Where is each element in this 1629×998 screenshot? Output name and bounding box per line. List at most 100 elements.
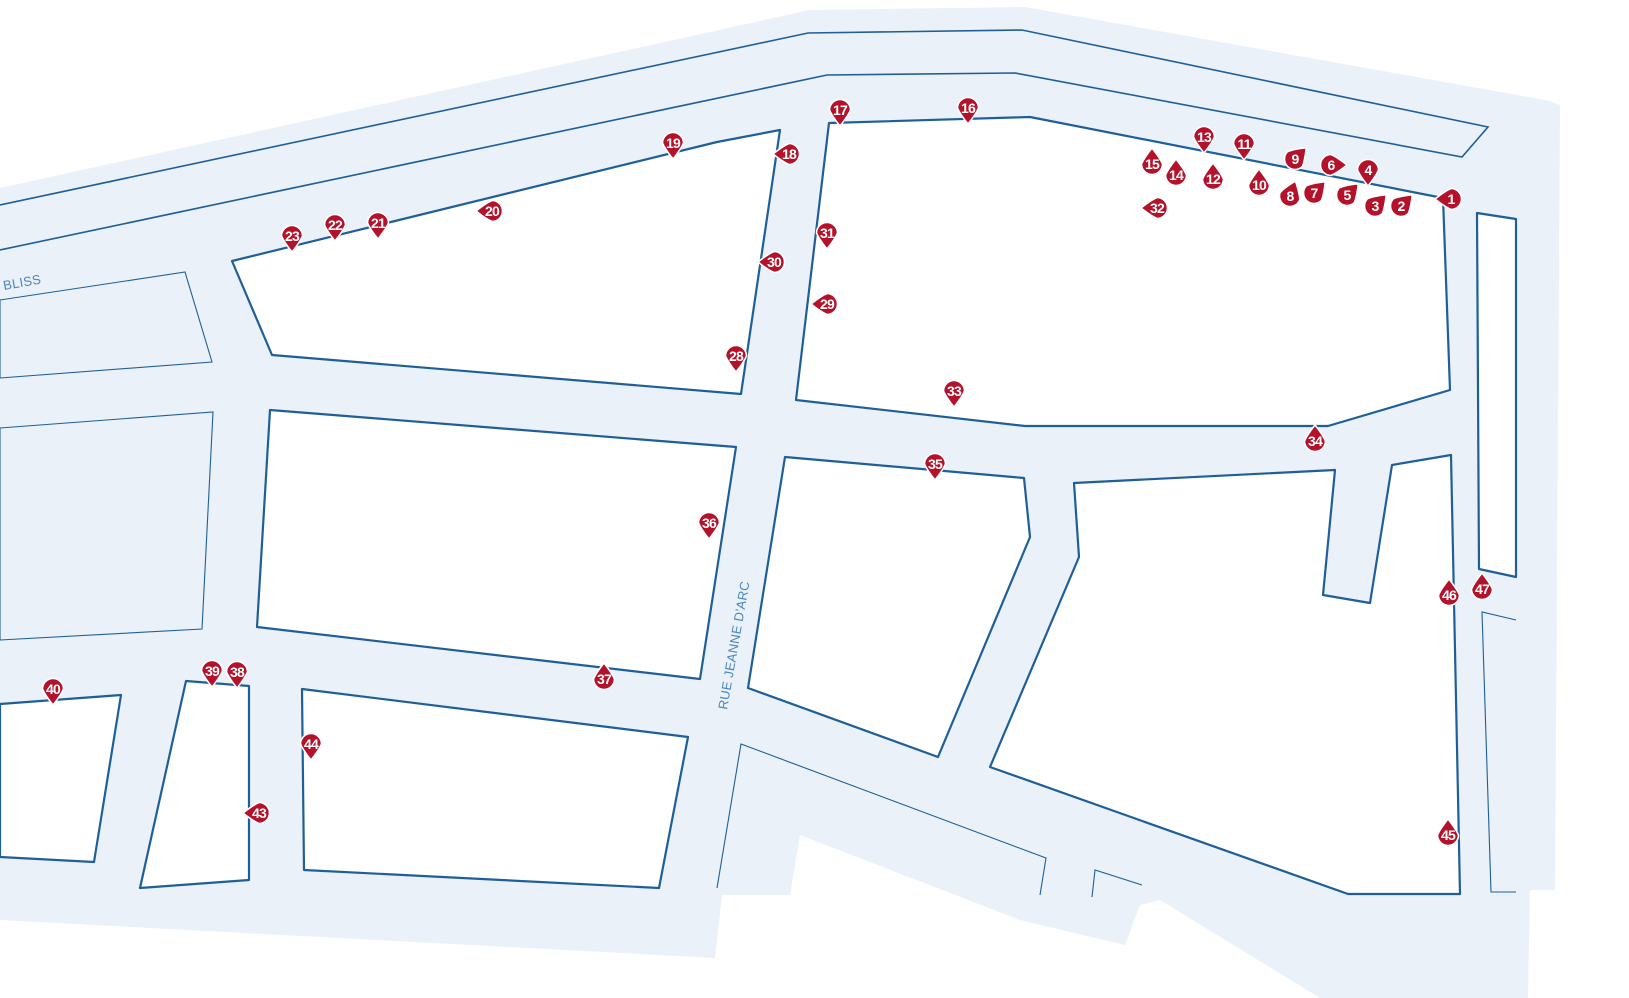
marker-label: 2: [1398, 198, 1406, 214]
marker-pin-icon: [828, 98, 852, 128]
marker-pin-icon: [1470, 571, 1494, 601]
marker-label: 5: [1344, 187, 1352, 203]
map-marker-13[interactable]: 13: [1192, 125, 1216, 155]
map-marker-20[interactable]: 20: [474, 199, 504, 223]
marker-pin-icon: [809, 292, 839, 316]
marker-pin-icon: [942, 379, 966, 409]
marker-pin-icon: [661, 131, 685, 161]
map-marker-10[interactable]: 10: [1247, 167, 1271, 197]
map-marker-1[interactable]: 1: [1433, 187, 1463, 211]
marker-pin-icon: [724, 344, 748, 374]
marker-pin-icon: [756, 250, 786, 274]
map-marker-11[interactable]: 11: [1232, 132, 1256, 162]
marker-pin-icon: [1303, 423, 1327, 453]
map-marker-35[interactable]: 35: [923, 452, 947, 482]
map-marker-40[interactable]: 40: [41, 677, 65, 707]
map-marker-37[interactable]: 37: [592, 661, 616, 691]
marker-label: 39: [205, 663, 220, 679]
street-label-bliss: BLISS: [2, 272, 42, 293]
marker-pin-icon: [1335, 182, 1360, 207]
map-marker-39[interactable]: 39: [200, 659, 224, 689]
marker-pin-icon: [1319, 153, 1349, 177]
map-marker-38[interactable]: 38: [225, 660, 249, 690]
quay-outline: [0, 29, 1490, 251]
map-marker-7[interactable]: 7: [1299, 174, 1333, 208]
marker-label: 28: [729, 348, 744, 364]
map-marker-34[interactable]: 34: [1303, 423, 1327, 453]
marker-pin-icon: [366, 211, 390, 241]
map-marker-5[interactable]: 5: [1332, 176, 1366, 210]
map-marker-12[interactable]: 12: [1201, 161, 1225, 191]
marker-label: 44: [304, 736, 319, 752]
marker-label: 4: [1365, 162, 1373, 178]
block-west-large: [0, 411, 214, 641]
marker-pin-icon: [1389, 193, 1414, 218]
marker-pin-icon: [815, 221, 839, 251]
marker-label: 16: [961, 100, 976, 116]
marker-pin-icon: [1192, 125, 1216, 155]
map-marker-28[interactable]: 28: [724, 344, 748, 374]
marker-label: 35: [928, 456, 943, 472]
marker-pin-icon: [41, 677, 65, 707]
marker-label: 40: [46, 681, 61, 697]
block-south-center: [300, 687, 690, 890]
map-marker-4[interactable]: 4: [1356, 158, 1380, 188]
marker-label: 43: [252, 805, 267, 821]
marker-pin-icon: [771, 142, 801, 166]
block-southeast: [988, 453, 1462, 896]
marker-pin-icon: [1436, 817, 1460, 847]
map-marker-16[interactable]: 16: [956, 96, 980, 126]
map-marker-14[interactable]: 14: [1164, 157, 1188, 187]
marker-label: 12: [1206, 171, 1221, 187]
map-marker-22[interactable]: 22: [323, 213, 347, 243]
marker-pin-icon: [474, 199, 504, 223]
marker-label: 10: [1252, 177, 1267, 193]
marker-pin-icon: [1247, 167, 1271, 197]
marker-label: 3: [1372, 198, 1380, 214]
marker-pin-icon: [1278, 179, 1301, 208]
map-marker-45[interactable]: 45: [1436, 817, 1460, 847]
map-marker-9[interactable]: 9: [1280, 140, 1314, 174]
marker-label: 15: [1145, 156, 1160, 172]
map-marker-46[interactable]: 46: [1437, 577, 1461, 607]
marker-pin-icon: [1232, 132, 1256, 162]
map-marker-21[interactable]: 21: [366, 211, 390, 241]
map-marker-44[interactable]: 44: [299, 732, 323, 762]
marker-pin-icon: [225, 660, 249, 690]
map-marker-17[interactable]: 17: [828, 98, 852, 128]
map-marker-33[interactable]: 33: [942, 379, 966, 409]
marker-label: 11: [1237, 136, 1251, 152]
map-marker-43[interactable]: 43: [241, 801, 271, 825]
marker-pin-icon: [323, 213, 347, 243]
map-marker-32[interactable]: 32: [1139, 196, 1169, 220]
map-marker-30[interactable]: 30: [756, 250, 786, 274]
marker-label: 20: [485, 203, 500, 219]
marker-label: 21: [371, 215, 386, 231]
block-east-lower: [1481, 611, 1517, 893]
marker-pin-icon: [956, 96, 980, 126]
map-marker-36[interactable]: 36: [697, 511, 721, 541]
map-marker-3[interactable]: 3: [1360, 187, 1394, 221]
map-marker-47[interactable]: 47: [1470, 571, 1494, 601]
map-marker-29[interactable]: 29: [809, 292, 839, 316]
map-marker-18[interactable]: 18: [771, 142, 801, 166]
marker-label: 7: [1311, 185, 1319, 201]
map-marker-31[interactable]: 31: [815, 221, 839, 251]
map-marker-8[interactable]: 8: [1277, 177, 1306, 209]
marker-label: 37: [597, 671, 612, 687]
marker-label: 22: [328, 217, 343, 233]
marker-pin-icon: [1363, 193, 1388, 218]
block-southwest-edge: [0, 693, 123, 864]
map-marker-2[interactable]: 2: [1386, 187, 1420, 221]
marker-pin-icon: [1302, 180, 1327, 205]
marker-label: 32: [1150, 200, 1165, 216]
marker-label: 8: [1287, 188, 1295, 204]
marker-pin-icon: [592, 661, 616, 691]
map-marker-19[interactable]: 19: [661, 131, 685, 161]
map-marker-6[interactable]: 6: [1319, 153, 1349, 177]
marker-label: 14: [1169, 167, 1184, 183]
map-marker-15[interactable]: 15: [1140, 146, 1164, 176]
marker-label: 23: [285, 228, 300, 244]
marker-pin-icon: [280, 224, 304, 254]
map-marker-23[interactable]: 23: [280, 224, 304, 254]
